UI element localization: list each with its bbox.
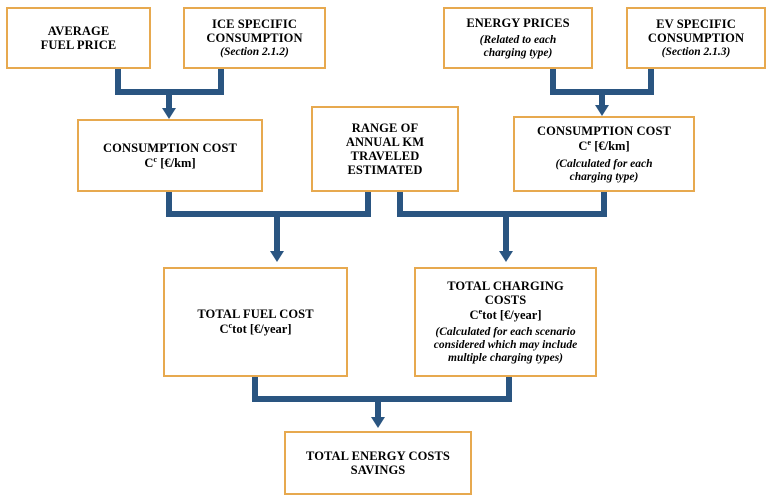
arrowhead-to-consumption-cost-ice: [162, 108, 176, 119]
node-total-fuel-cost[interactable]: TOTAL FUEL COST Cctot [€/year]: [163, 267, 348, 377]
node-ice-specific-consumption[interactable]: ICE SPECIFIC CONSUMPTION (Section 2.1.2): [183, 7, 326, 69]
edge-charging-merge-bar: [397, 211, 607, 217]
node-total-charging-costs[interactable]: TOTAL CHARGING COSTS Cetot [€/year] (Cal…: [414, 267, 597, 377]
arrowhead-to-consumption-cost-ev: [595, 105, 609, 116]
node-consumption-cost-ev-note-line1: (Calculated for each: [555, 157, 653, 170]
node-average-fuel-price-line1: AVERAGE: [47, 24, 110, 38]
node-ice-specific-consumption-line2: CONSUMPTION: [206, 31, 303, 46]
edge-range-km-left-drop: [365, 192, 371, 216]
edge-bottom-merge-bar: [252, 396, 512, 402]
node-energy-prices-note-line1: (Related to each: [479, 34, 557, 47]
node-consumption-cost-ev-units: [€/km]: [591, 139, 630, 154]
edge-total-charging-costs-drop: [506, 377, 512, 402]
node-range-annual-km-line1: RANGE OF: [351, 121, 419, 135]
node-ev-specific-consumption-line2: CONSUMPTION: [647, 31, 745, 46]
edge-avg-fuel-price-drop: [115, 69, 121, 94]
node-average-fuel-price[interactable]: AVERAGE FUEL PRICE: [6, 7, 151, 69]
node-range-annual-km-line4: ESTIMATED: [347, 163, 423, 177]
node-average-fuel-price-line2: FUEL PRICE: [40, 38, 117, 52]
edge-left-merge-stem: [166, 89, 172, 110]
edge-range-km-right-drop: [397, 192, 403, 216]
node-total-charging-costs-superscript: e: [478, 306, 483, 316]
node-range-annual-km-line2: ANNUAL KM: [345, 135, 425, 149]
node-total-fuel-cost-title: TOTAL FUEL COST: [197, 307, 314, 322]
node-ev-specific-consumption-line1: EV SPECIFIC: [656, 17, 736, 32]
node-ice-specific-consumption-note: (Section 2.1.2): [220, 46, 289, 59]
node-energy-prices-note-line2: charging type): [483, 47, 553, 59]
node-total-energy-costs-savings-line1: TOTAL ENERGY COSTS: [306, 449, 450, 463]
node-total-energy-costs-savings[interactable]: TOTAL ENERGY COSTS SAVINGS: [284, 431, 472, 495]
node-range-annual-km-line3: TRAVELED: [350, 149, 420, 163]
node-range-annual-km[interactable]: RANGE OF ANNUAL KM TRAVELED ESTIMATED: [311, 106, 459, 192]
node-total-charging-costs-note-line2: considered which may include: [433, 339, 578, 352]
node-total-charging-costs-symbol: C: [469, 308, 479, 322]
node-total-fuel-cost-superscript: c: [228, 321, 233, 331]
node-total-charging-costs-line2: COSTS: [484, 293, 527, 307]
node-energy-prices-line1: ENERGY PRICES: [466, 16, 570, 31]
edge-fuel-merge-bar: [166, 211, 371, 217]
node-total-charging-costs-units: tot [€/year]: [482, 308, 542, 322]
arrowhead-to-total-charging-costs: [499, 251, 513, 262]
node-ev-specific-consumption[interactable]: EV SPECIFIC CONSUMPTION (Section 2.1.3): [626, 7, 766, 69]
edge-ice-consumption-drop: [218, 69, 224, 94]
node-consumption-cost-ice[interactable]: CONSUMPTION COST Cc [€/km]: [77, 119, 263, 192]
node-consumption-cost-ev-symbol: C: [578, 139, 588, 154]
node-total-charging-costs-line1: TOTAL CHARGING: [447, 279, 564, 293]
node-total-charging-costs-note-line1: (Calculated for each scenario: [435, 326, 576, 339]
node-consumption-cost-ev[interactable]: CONSUMPTION COST Ce [€/km] (Calculated f…: [513, 116, 695, 192]
edge-fuel-merge-stem: [274, 211, 280, 253]
node-ev-specific-consumption-note: (Section 2.1.3): [661, 46, 731, 59]
node-consumption-cost-ice-title: CONSUMPTION COST: [103, 140, 237, 155]
edge-bottom-merge-stem: [375, 396, 381, 419]
node-consumption-cost-ev-note-line2: charging type): [569, 170, 639, 183]
edge-ev-consumption-drop: [648, 69, 654, 94]
node-total-fuel-cost-units: tot [€/year]: [232, 322, 292, 337]
node-consumption-cost-ice-units: [€/km]: [157, 155, 196, 170]
node-total-energy-costs-savings-line2: SAVINGS: [350, 463, 406, 477]
edge-consumption-cost-ice-drop: [166, 192, 172, 216]
arrowhead-to-total-fuel-cost: [270, 251, 284, 262]
node-total-charging-costs-note-line3: multiple charging types): [448, 352, 563, 365]
node-ice-specific-consumption-line1: ICE SPECIFIC: [212, 17, 297, 32]
edge-total-fuel-cost-drop: [252, 377, 258, 402]
arrowhead-to-total-energy-costs-savings: [371, 417, 385, 428]
node-energy-prices[interactable]: ENERGY PRICES (Related to each charging …: [443, 7, 593, 69]
node-consumption-cost-ev-superscript: e: [587, 138, 592, 148]
edge-energy-prices-drop: [550, 69, 556, 94]
edge-charging-merge-stem: [503, 211, 509, 253]
edge-right-merge-stem: [599, 89, 605, 107]
node-consumption-cost-ice-superscript: c: [153, 154, 158, 164]
edge-consumption-cost-ev-drop: [601, 192, 607, 216]
node-consumption-cost-ice-symbol: C: [144, 155, 154, 170]
node-consumption-cost-ev-title: CONSUMPTION COST: [537, 124, 671, 139]
node-total-fuel-cost-symbol: C: [219, 322, 229, 337]
